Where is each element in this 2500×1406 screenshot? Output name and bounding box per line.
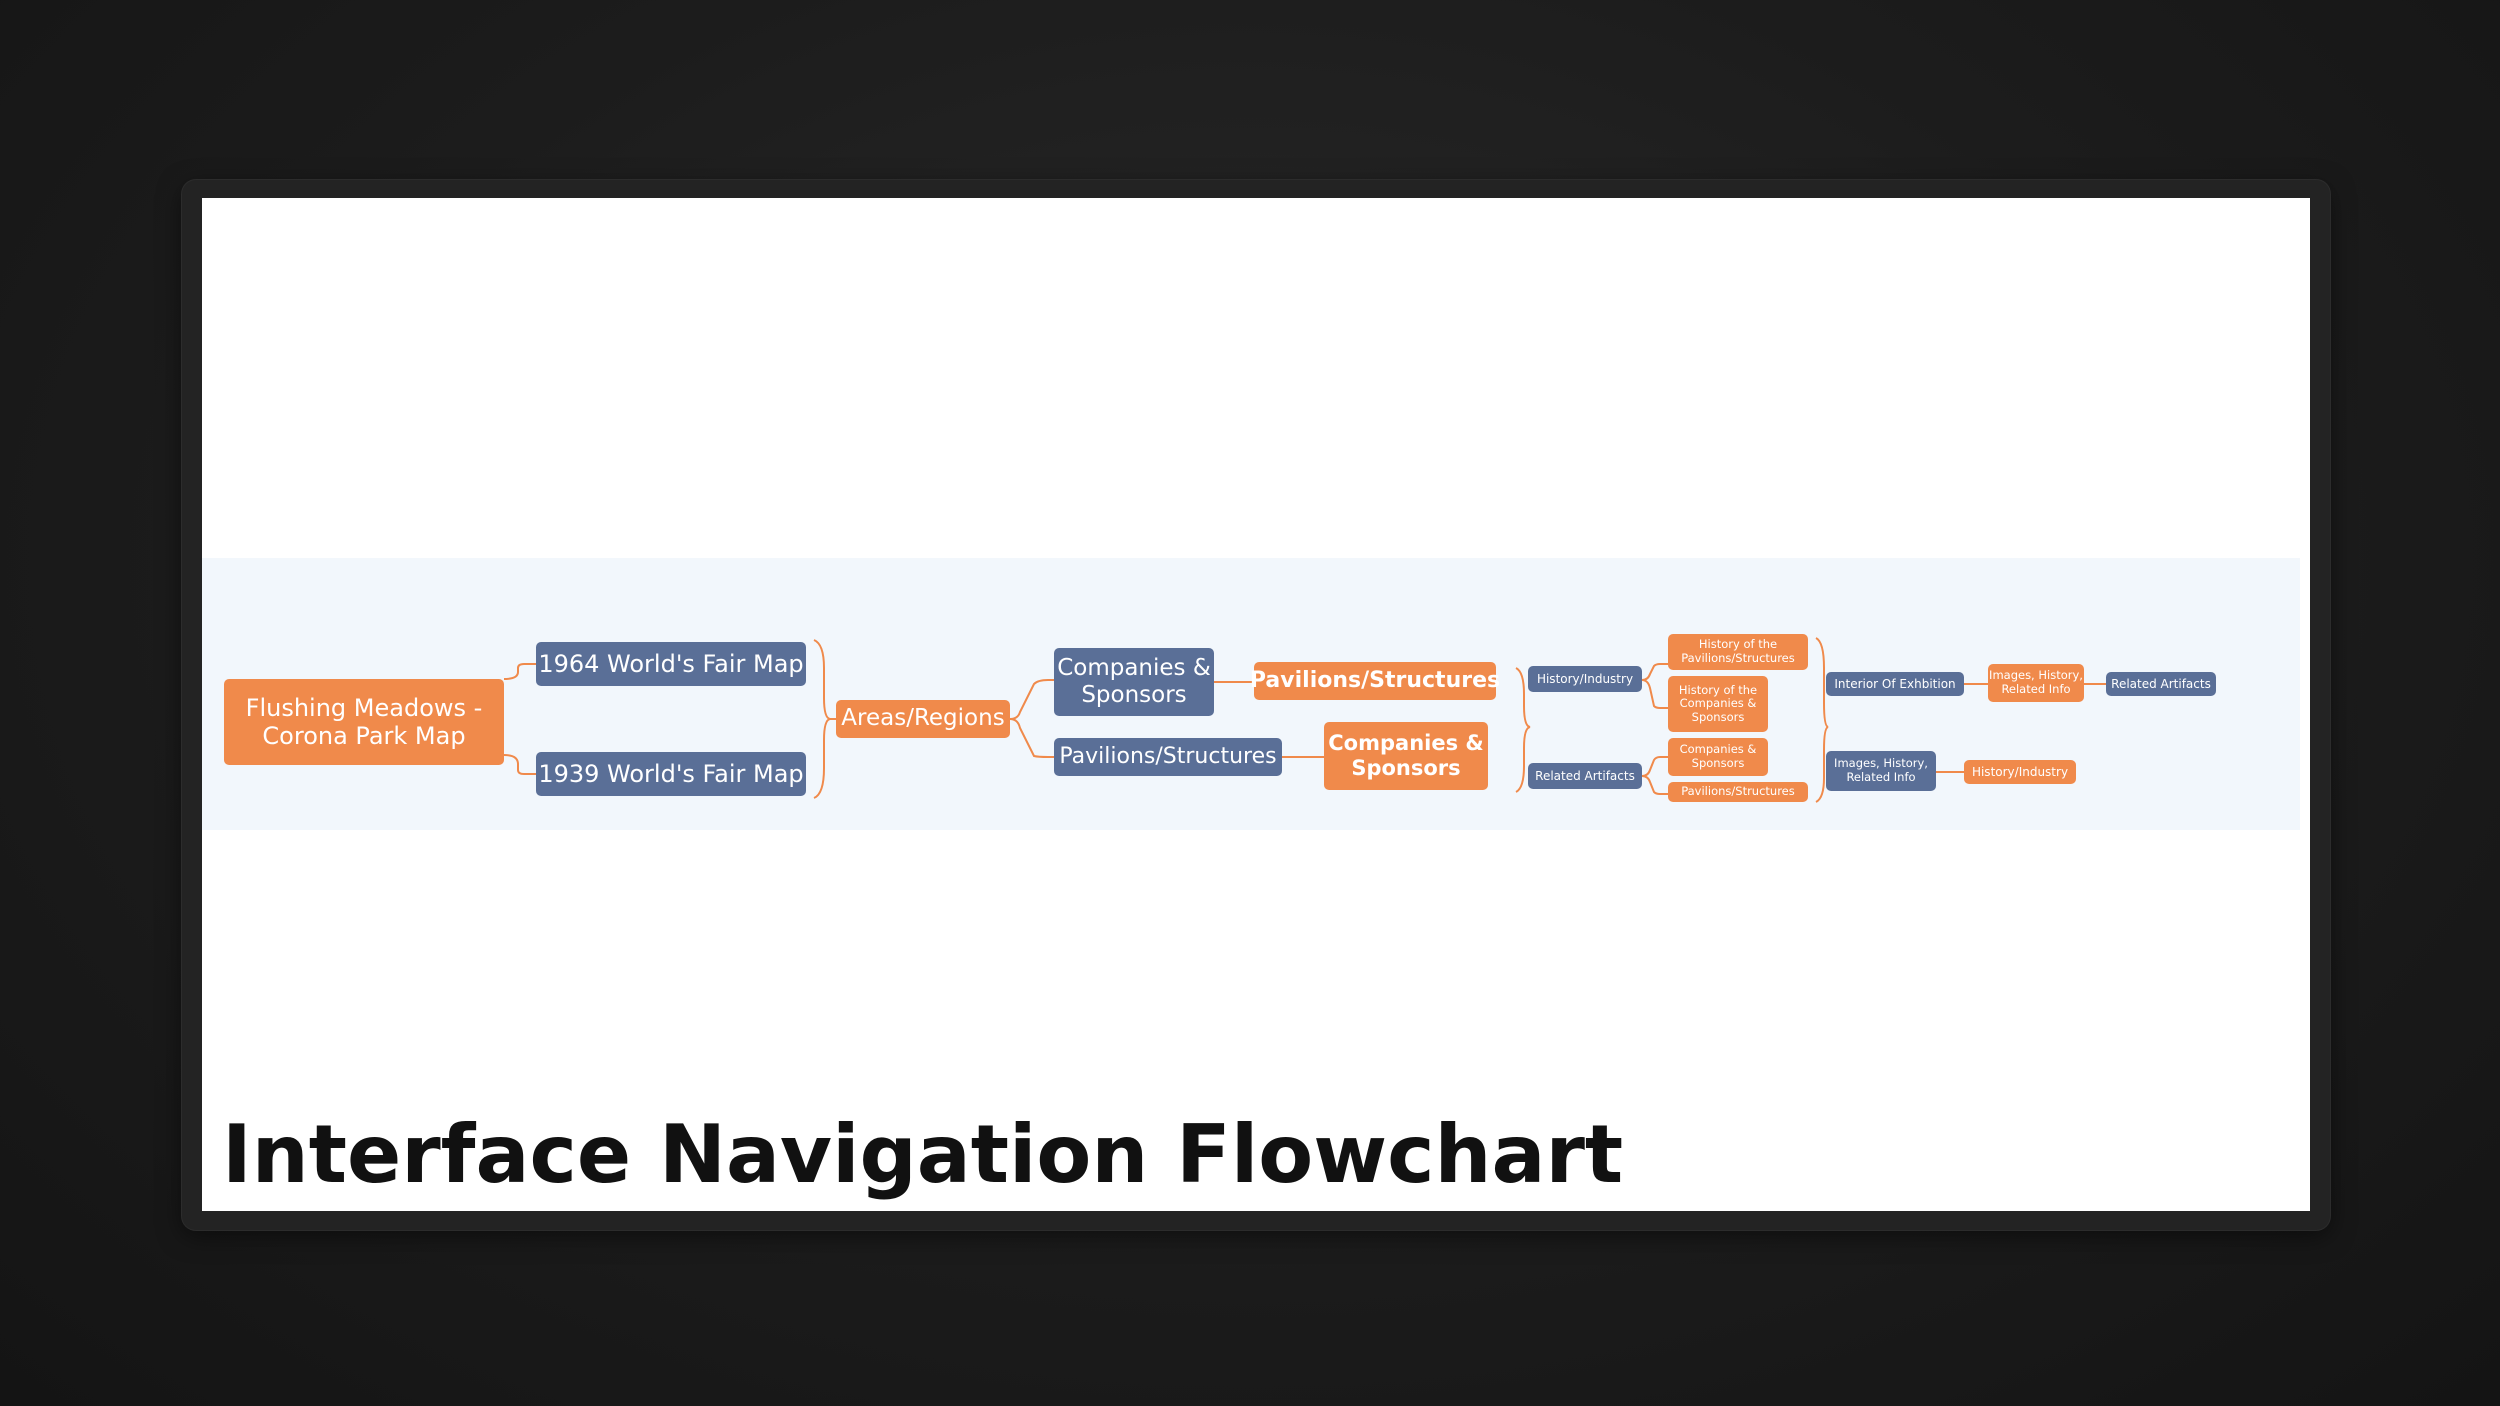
node-history-pavilions-label: History of the Pavilions/Structures [1681,637,1795,665]
node-branch-b-pavilions: Pavilions/Structures [1054,738,1282,776]
connector-related-pavilions [1641,775,1668,795]
node-interior-exhibition: Interior Of Exhbition [1826,672,1964,696]
node-map-1964-label: 1964 World's Fair Map [538,649,804,678]
page-title: Interface Navigation Flowchart [222,1108,1624,1201]
node-history-industry-end: History/Industry [1964,760,2076,784]
node-related-artifacts: Related Artifacts [1528,763,1642,789]
connector-history-companies [1641,679,1668,709]
node-history-industry: History/Industry [1528,666,1642,692]
node-root-label: Flushing Meadows - Corona Park Map [245,693,483,750]
connector-areas-companies [1009,679,1054,720]
node-branch-a-pavilions-label: Pavilions/Structures [1249,668,1501,694]
connector-root-1939 [503,754,536,775]
connector-history-pavilions [1641,663,1668,681]
node-branch-a-pavilions: Pavilions/Structures [1250,662,1500,700]
node-map-1939-label: 1939 World's Fair Map [538,759,804,788]
brace-sub [1815,637,1829,803]
node-history-companies-label: History of the Companies & Sponsors [1678,682,1758,724]
node-history-companies: History of the Companies & Sponsors [1668,676,1768,732]
node-branch-a-companies-label: Companies & Sponsors [1057,654,1211,708]
node-branch-b-companies: Companies & Sponsors [1324,722,1488,790]
node-map-1964: 1964 World's Fair Map [536,642,806,686]
node-history-pavilions: History of the Pavilions/Structures [1668,634,1808,670]
node-images-a-label: Images, History, Related Info [1989,668,2083,696]
node-areas-regions-label: Areas/Regions [841,705,1005,732]
node-history-industry-label: History/Industry [1536,671,1634,686]
node-history-industry-end-label: History/Industry [1971,764,2069,779]
node-sub-companies: Companies & Sponsors [1668,738,1768,776]
node-related-artifacts-end-label: Related Artifacts [2111,676,2211,691]
node-sub-companies-label: Companies & Sponsors [1679,742,1757,770]
brace-detail [1515,667,1531,793]
node-images-b-label: Images, History, Related Info [1834,756,1928,784]
connector-areas-pavilions [1009,718,1054,758]
flowchart-connectors [503,637,2106,803]
node-images-a: Images, History, Related Info [1988,664,2084,702]
node-branch-b-companies-label: Companies & Sponsors [1328,731,1484,780]
node-map-1939: 1939 World's Fair Map [536,752,806,796]
node-related-artifacts-label: Related Artifacts [1535,768,1635,783]
node-branch-a-companies: Companies & Sponsors [1054,648,1214,716]
slide: Flushing Meadows - Corona Park Map 1964 … [202,198,2310,1211]
node-images-b: Images, History, Related Info [1826,751,1936,791]
node-branch-b-pavilions-label: Pavilions/Structures [1059,744,1277,770]
node-root: Flushing Meadows - Corona Park Map [224,679,504,765]
connector-root-1964 [503,663,536,680]
node-areas-regions: Areas/Regions [836,700,1010,738]
connector-related-companies [1641,756,1668,777]
node-sub-pavilions: Pavilions/Structures [1668,782,1808,802]
brace-maps [813,639,831,799]
node-related-artifacts-end: Related Artifacts [2106,672,2216,696]
node-interior-exhibition-label: Interior Of Exhbition [1834,676,1956,691]
node-sub-pavilions-label: Pavilions/Structures [1681,784,1795,799]
